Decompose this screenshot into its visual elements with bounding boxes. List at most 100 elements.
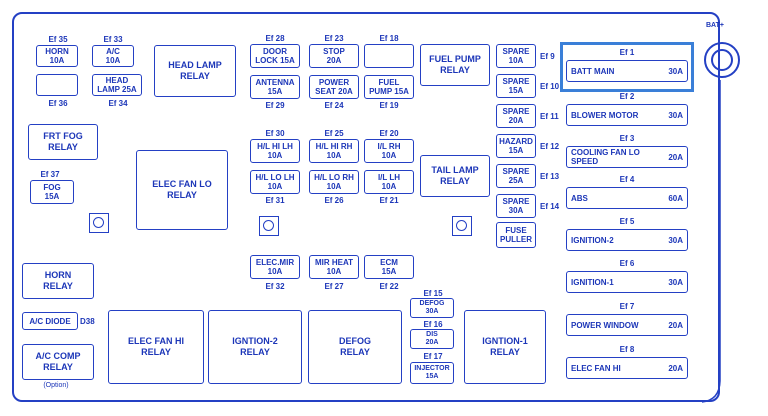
ecm-fuse[interactable]: ECM 15A [364, 255, 414, 279]
il-lh-fuse[interactable]: I/L LH 10A [364, 170, 414, 194]
fog-fuse[interactable]: FOG 15A [30, 180, 74, 204]
spare-col-ef-label: Ef 12 [540, 142, 560, 151]
ac-diode[interactable]: A/C DIODE [22, 312, 78, 330]
right-fuse-name: COOLING FAN LO SPEED [571, 148, 640, 166]
ignition-1-relay[interactable]: IGNTION-1 RELAY [464, 310, 546, 384]
horn-relay[interactable]: HORN RELAY [22, 263, 94, 299]
blank-fuse-ef36[interactable] [36, 74, 78, 96]
hl-lo-rh-name: H/L LO RH [314, 173, 354, 182]
blank-fuse-ef18[interactable] [364, 44, 414, 68]
dis-fuse[interactable]: DIS 20A [410, 329, 454, 349]
il-rh-fuse[interactable]: I/L RH 10A [364, 139, 414, 163]
fuel-pump-fuse[interactable]: FUEL PUMP 15A [364, 75, 414, 99]
ac-comp-relay-line2: RELAY [43, 362, 73, 372]
elec-fan-hi-relay[interactable]: ELEC FAN HI RELAY [108, 310, 204, 384]
ef15-label: Ef 15 [423, 289, 443, 298]
right-ef-label: Ef 7 [619, 302, 635, 311]
ef20-label: Ef 20 [379, 129, 399, 138]
ef27-label: Ef 27 [324, 282, 344, 291]
right-fuse-name: POWER WINDOW [571, 320, 639, 330]
elec-fan-hi-relay-line2: RELAY [141, 347, 171, 357]
right-fuse-name: ELEC FAN HI [571, 363, 621, 373]
defog-relay[interactable]: DEFOG RELAY [308, 310, 402, 384]
right-ef-label: Ef 5 [619, 217, 635, 226]
spare-col-fuse-name: SPARE [502, 77, 530, 86]
ac-fuse[interactable]: A/C 10A [92, 45, 134, 67]
elec-mir-name: ELEC.MIR [255, 258, 295, 267]
il-rh-name: I/L RH [377, 142, 401, 151]
front-fog-relay[interactable]: FRT FOG RELAY [28, 124, 98, 160]
fuel-pump-relay[interactable]: FUEL PUMP RELAY [420, 44, 490, 86]
mount-hole-icon [259, 216, 279, 236]
il-lh-name: I/L LH [377, 173, 401, 182]
elec-mir-fuse[interactable]: ELEC.MIR 10A [250, 255, 300, 279]
fuel-pump-fuse-name: FUEL [378, 78, 400, 87]
right-ef-label: Ef 3 [619, 134, 635, 143]
right-fuse-8[interactable]: ELEC FAN HI 20A [566, 357, 688, 379]
mir-heat-fuse[interactable]: MIR HEAT 10A [309, 255, 359, 279]
hl-lo-rh-fuse[interactable]: H/L LO RH 10A [309, 170, 359, 194]
front-fog-relay-line2: RELAY [48, 142, 78, 152]
head-lamp-relay-line1: HEAD LAMP [168, 60, 222, 70]
ac-fuse-amp: 10A [105, 56, 121, 65]
right-ef-label: Ef 8 [619, 345, 635, 354]
ef28-label: Ef 28 [265, 34, 285, 43]
hl-lo-lh-fuse[interactable]: H/L LO LH 10A [250, 170, 300, 194]
ef18-label: Ef 18 [379, 34, 399, 43]
spare-col-fuse-amp: 10A [508, 56, 524, 65]
hl-hi-lh-fuse[interactable]: H/L HI LH 10A [250, 139, 300, 163]
defog-fuse[interactable]: DEFOG 30A [410, 298, 454, 318]
ef17-label: Ef 17 [423, 352, 443, 361]
ef29-label: Ef 29 [265, 101, 285, 110]
hl-lo-lh-amp: 10A [267, 182, 283, 191]
option-label: (Option) [43, 382, 69, 389]
dis-fuse-name: DIS [426, 331, 438, 338]
stop-fuse[interactable]: STOP 20A [309, 44, 359, 68]
hl-hi-rh-fuse[interactable]: H/L HI RH 10A [309, 139, 359, 163]
ac-diode-name: A/C DIODE [29, 316, 71, 326]
tail-lamp-relay-line2: RELAY [440, 176, 470, 186]
fuse-puller[interactable]: FUSE PULLER [496, 222, 536, 248]
right-fuse-name: BLOWER MOTOR [571, 110, 639, 120]
ignition-2-relay[interactable]: IGNTION-2 RELAY [208, 310, 302, 384]
spare-col-fuse-amp: 15A [508, 86, 524, 95]
injector-fuse[interactable]: INJECTOR 15A [410, 362, 454, 384]
fuse-box-outline [12, 12, 720, 402]
mount-hole-icon [452, 216, 472, 236]
tail-lamp-relay[interactable]: TAIL LAMP RELAY [420, 155, 490, 197]
head-lamp-relay[interactable]: HEAD LAMP RELAY [154, 45, 236, 97]
ef37-label: Ef 37 [40, 170, 60, 179]
horn-fuse[interactable]: HORN 10A [36, 45, 78, 67]
antenna-fuse[interactable]: ANTENNA 15A [250, 75, 300, 99]
spare-col-fuse-name: SPARE [502, 167, 530, 176]
right-fuse-amp: 20A [668, 363, 683, 373]
spare-col-ef-label: Ef 11 [540, 112, 559, 121]
ef23-label: Ef 23 [324, 34, 344, 43]
il-lh-amp: 10A [381, 182, 397, 191]
hl-hi-rh-amp: 10A [326, 151, 342, 160]
horn-fuse-amp: 10A [49, 56, 65, 65]
ef21-label: Ef 21 [379, 196, 399, 205]
elec-fan-lo-relay[interactable]: ELEC FAN LO RELAY [136, 150, 228, 230]
hl-hi-lh-name: H/L HI LH [257, 142, 293, 151]
fog-fuse-amp: 15A [44, 192, 60, 201]
ef31-label: Ef 31 [265, 196, 285, 205]
head-lamp-fuse[interactable]: HEAD LAMP 25A [92, 74, 142, 96]
power-seat-fuse[interactable]: POWER SEAT 20A [309, 75, 359, 99]
ac-comp-relay[interactable]: A/C COMP RELAY [22, 344, 94, 380]
door-lock-fuse[interactable]: DOOR LOCK 15A [250, 44, 300, 68]
ef33-label: Ef 33 [103, 35, 123, 44]
